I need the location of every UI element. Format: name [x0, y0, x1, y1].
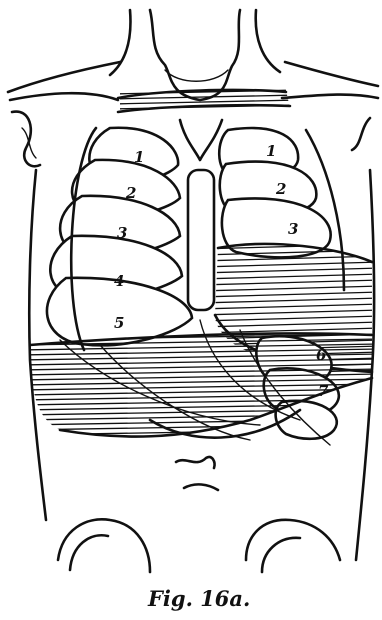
clavicle-hatching — [110, 90, 300, 112]
navel — [176, 457, 215, 468]
rib-label: 2 — [125, 184, 136, 202]
rib-label: 1 — [134, 148, 144, 166]
rib-label: 7 — [318, 382, 329, 400]
rib-label: 1 — [266, 142, 276, 160]
rib-label: 3 — [288, 220, 298, 238]
rib-label: 3 — [117, 224, 127, 242]
rib-label: 6 — [316, 346, 327, 364]
rib-label: 5 — [114, 314, 124, 332]
rib-label: 2 — [275, 180, 286, 198]
figure-caption: Fig. 16a. — [148, 586, 250, 611]
pelvis-outline — [58, 519, 340, 572]
rib-label: 4 — [114, 272, 124, 290]
sternum — [188, 170, 214, 310]
neck-outline — [110, 10, 280, 100]
